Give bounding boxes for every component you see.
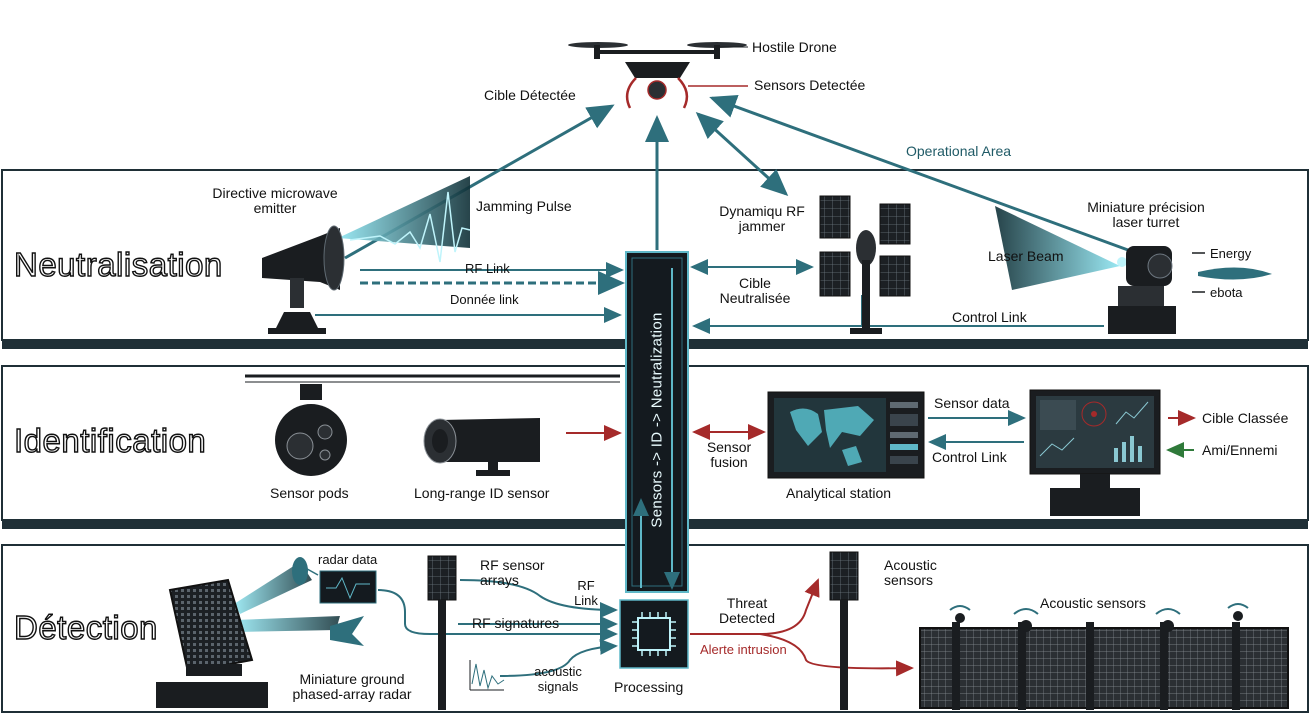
label-cible-detectee: Cible Détectée	[484, 87, 576, 103]
label-control-link-top: Control Link	[952, 309, 1027, 325]
label-processing: Processing	[614, 679, 684, 695]
label-laser-turret-line1: Miniature précision	[1087, 199, 1205, 215]
label-acoustic-sensors-pole-line2: sensors	[884, 572, 934, 588]
threat-arrows	[690, 578, 914, 677]
label-rf-link: RF Link	[465, 261, 510, 276]
label-rf-sensor-arrays: RF sensor arrays	[480, 558, 545, 588]
label-threat-detected-line1: Threat	[726, 595, 768, 611]
label-acoustic-signals-line2: signals	[537, 679, 579, 694]
label-long-range-sensor: Long-range ID sensor	[414, 485, 550, 501]
label-acoustic-signals: acoustic signals	[526, 664, 590, 694]
central-bus-label: Sensors -> ID -> Neutralization	[648, 312, 666, 528]
label-radar-data: radar data	[318, 552, 378, 567]
label-threat-detected: Threat Detected	[712, 596, 782, 626]
label-ami-ennemi: Ami/Ennemi	[1202, 442, 1278, 458]
label-rf-link-detection-line1: RF	[577, 578, 595, 593]
label-rf-link-detection: RF Link	[566, 578, 606, 608]
radar-to-processing-link	[377, 589, 618, 642]
label-rf-jammer-line2: jammer	[738, 218, 786, 234]
acoustic-signal-graph	[469, 660, 505, 691]
label-sensors-detected: Sensors Detectée	[754, 77, 866, 93]
label-acoustic-sensors-fence: Acoustic sensors	[1040, 595, 1146, 611]
label-jamming-pulse: Jamming Pulse	[476, 198, 572, 214]
rf-sensor-links	[458, 579, 618, 677]
label-microwave-emitter-line2: emitter	[253, 200, 297, 216]
radar-data-box	[299, 564, 377, 604]
label-acoustic-signals-line1: acoustic	[534, 664, 582, 679]
station-links	[928, 410, 1026, 450]
label-sensor-fusion-line1: Sensor	[706, 439, 752, 455]
label-analytical-station: Analytical station	[786, 485, 892, 501]
processing-chip-icon	[619, 599, 689, 669]
label-rf-sensor-arrays-line2: arrays	[480, 572, 519, 588]
label-donnee-link: Donnée link	[450, 292, 519, 307]
label-sensor-pods: Sensor pods	[270, 485, 349, 501]
label-cible-classee: Cible Classée	[1202, 410, 1289, 426]
label-cible-neutralisee: Cible Neutralisée	[710, 276, 800, 306]
label-phased-array-line1: Miniature ground	[299, 671, 405, 687]
label-sensor-data: Sensor data	[934, 395, 1010, 411]
label-laser-turret-line2: laser turret	[1112, 214, 1180, 230]
monitor-icon	[1029, 389, 1196, 516]
label-laser-turret: Miniature précision laser turret	[1070, 200, 1222, 230]
rf-sensor-array-icon	[427, 555, 457, 710]
label-microwave-emitter: Directive microwave emitter	[210, 186, 340, 216]
label-laser-beam: Laser Beam	[988, 248, 1064, 264]
engagement-arrows	[344, 94, 1129, 260]
label-operational-area: Operational Area	[906, 143, 1012, 159]
label-cible-neutralisee-line1: Cible	[739, 275, 771, 291]
laser-turret-icon	[995, 206, 1272, 334]
label-rf-jammer: Dynamiqu RF jammer	[712, 204, 812, 234]
hostile-drone-icon	[568, 42, 748, 109]
label-microwave-emitter-line1: Directive microwave	[212, 185, 338, 201]
label-hostile-drone: Hostile Drone	[752, 39, 837, 55]
band-title-detection: Détection	[13, 608, 158, 646]
long-range-sensor-icon	[423, 418, 622, 476]
label-phased-array: Miniature ground phased-array radar	[276, 672, 428, 702]
label-rf-sensor-arrays-line1: RF sensor	[480, 557, 545, 573]
sensor-pod-icon	[245, 374, 620, 476]
label-alerte-intrusion: Alerte intrusion	[700, 642, 787, 657]
acoustic-sensor-pole-icon	[829, 551, 859, 710]
label-control-link-mid: Control Link	[932, 449, 1007, 465]
label-energy: Energy	[1210, 246, 1252, 261]
label-ebota: ebota	[1210, 285, 1243, 300]
label-acoustic-sensors-pole-line1: Acoustic	[884, 557, 937, 573]
label-acoustic-sensors-pole: Acoustic sensors	[884, 558, 937, 588]
band-title-identification: Identification	[13, 421, 207, 459]
rf-jammer-icon	[819, 195, 911, 334]
central-bus	[625, 251, 689, 593]
label-threat-detected-line2: Detected	[718, 610, 776, 626]
acoustic-fence-icon	[919, 603, 1289, 710]
analytical-station-icon	[767, 391, 925, 479]
label-rf-signatures: RF signatures	[472, 615, 560, 631]
label-rf-jammer-line1: Dynamiqu RF	[719, 203, 805, 219]
phased-array-radar-icon	[156, 557, 364, 708]
label-sensor-fusion: Sensor fusion	[696, 440, 762, 470]
label-rf-link-detection-line2: Link	[574, 593, 598, 608]
band-title-neutralisation: Neutralisation	[13, 245, 223, 283]
label-cible-neutralisee-line2: Neutralisée	[719, 290, 791, 306]
label-sensor-fusion-line2: fusion	[710, 454, 748, 470]
microwave-emitter-icon	[262, 176, 471, 334]
label-phased-array-line2: phased-array radar	[292, 686, 412, 702]
